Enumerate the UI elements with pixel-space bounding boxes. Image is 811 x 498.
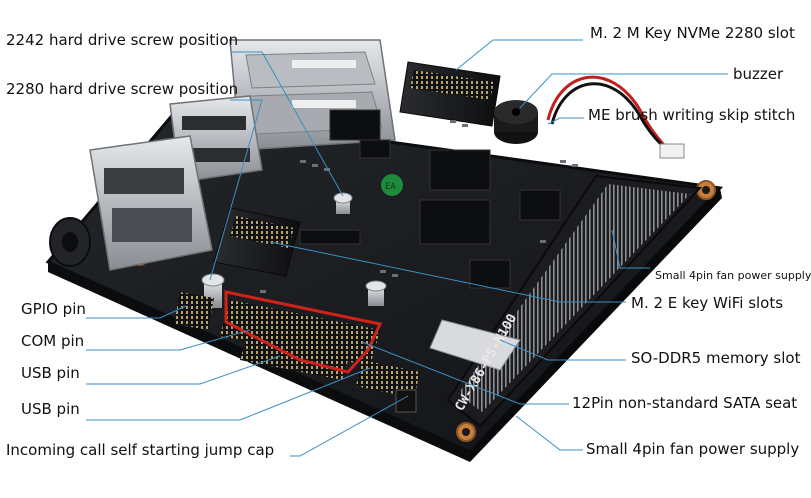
me-jumper-wires [546,75,670,151]
so-ddr5-slot [429,174,703,428]
buzzer-component [494,100,538,144]
chip-area [299,109,561,289]
callout-lines [86,39,728,457]
label-fan-small-1: Small 4pin fan power supply [655,269,811,282]
chip-mark-text: EA [385,182,396,192]
label-2242-screw: 2242 hard drive screw position [6,31,239,49]
label-2280-screw: 2280 hard drive screw position [6,80,239,98]
label-m2-wifi: M. 2 E key WiFi slots [631,294,784,312]
green-chip-marker [381,174,403,196]
label-buzzer: buzzer [733,65,784,83]
label-gpio-pin: GPIO pin [21,300,86,318]
io-hdmi-lan [89,135,213,271]
screw-standoff-mid [365,280,387,306]
label-usb-pin-1: USB pin [21,364,80,382]
label-so-ddr5: SO-DDR5 memory slot [631,349,801,367]
label-usb-pin-2: USB pin [21,400,80,418]
label-fan-small-2: Small 4pin fan power supply [586,440,800,458]
m2-nvme-slot [399,61,501,127]
screw-standoff-2242 [333,192,353,214]
pcb-edge-right [470,188,722,462]
label-me-brush: ME brush writing skip stitch [588,106,796,124]
label-com-pin: COM pin [21,332,85,350]
m2-wifi-slot [213,207,301,277]
label-m2-nvme: M. 2 M Key NVMe 2280 slot [590,24,795,42]
label-jump-cap: Incoming call self starting jump cap [6,441,275,459]
label-sata-12pin: 12Pin non-standard SATA seat [572,394,798,412]
sata-highlight-outline [224,290,383,374]
io-dc-jack [49,217,91,267]
